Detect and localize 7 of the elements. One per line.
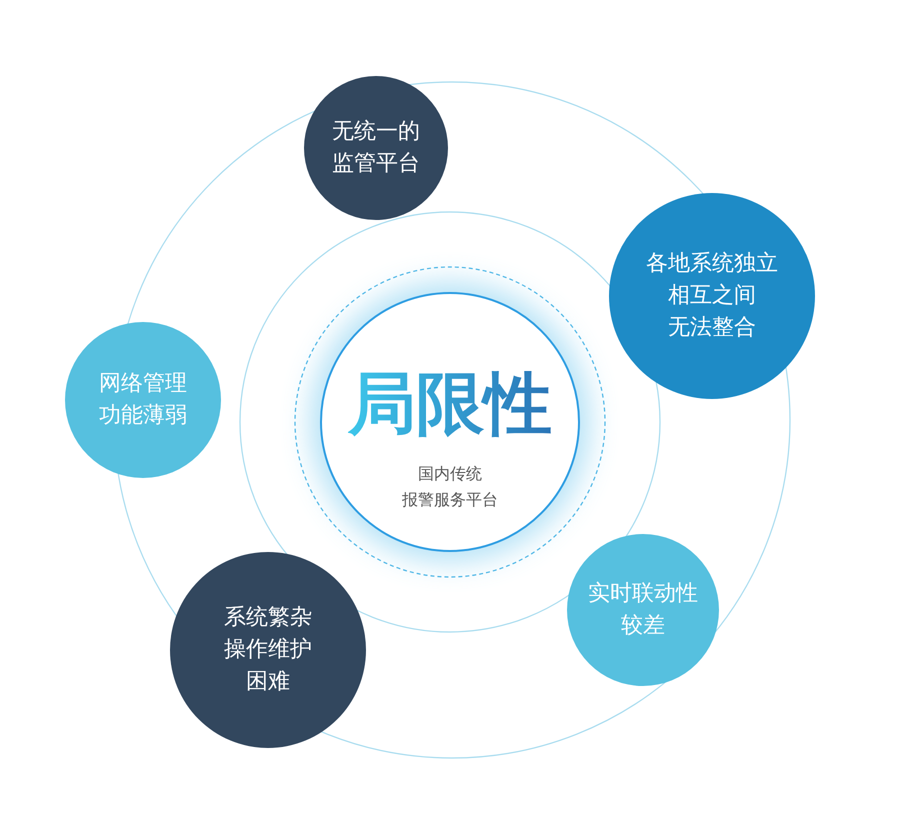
topic-text: 网络管理功能薄弱 [99,370,187,430]
topic-text: 实时联动性较差 [588,580,698,640]
topic-text: 各地系统独立相互之间无法整合 [646,250,778,342]
subtitle: 国内传统报警服务平台 [402,463,498,511]
heading: 局限性 [348,371,552,439]
topic-text: 无统一的监管平台 [332,118,420,178]
topic-text: 系统繁杂操作维护困难 [224,604,312,696]
